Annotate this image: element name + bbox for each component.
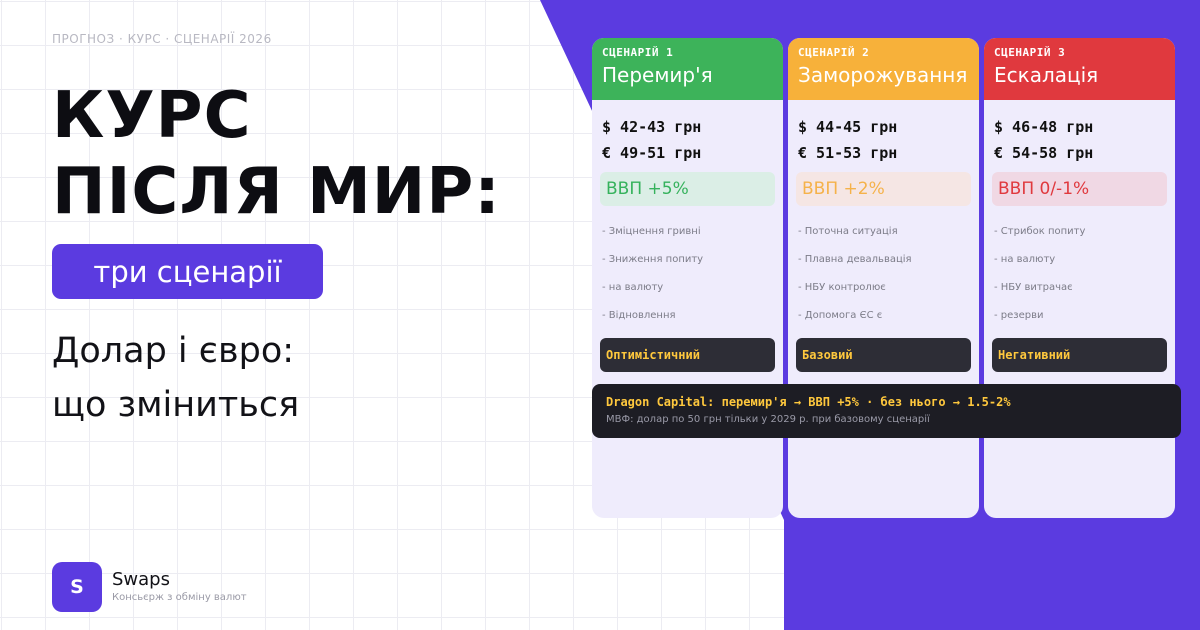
- scenario-kicker: СЦЕНАРІЙ 1: [602, 46, 674, 59]
- eur-rate: € 51-53 грн: [798, 144, 898, 162]
- brand-tagline: Консьєрж з обміну валют: [112, 592, 247, 603]
- scenario-card-3: СЦЕНАРІЙ 3 Ескалація $ 46-48 грн € 54-58…: [984, 38, 1175, 518]
- note-item: - Відновлення: [602, 310, 676, 321]
- headline-line-1: КУРС: [52, 79, 252, 153]
- eyebrow-text: ПРОГНОЗ · КУРС · СЦЕНАРІЇ 2026: [52, 32, 272, 46]
- subtitle-line-2: що зміниться: [52, 385, 300, 425]
- brand: S Swaps Консьєрж з обміну валют: [52, 562, 247, 612]
- note-item: - Стрибок попиту: [994, 226, 1086, 237]
- scenario-header: СЦЕНАРІЙ 2 Заморожування: [788, 38, 979, 100]
- headline: КУРС ПІСЛЯ МИР:: [52, 78, 501, 230]
- source-banner: Dragon Capital: перемир'я → ВВП +5% · бе…: [592, 384, 1181, 438]
- note-item: - Поточна ситуація: [798, 226, 898, 237]
- highlight-chip: три сценарії: [52, 244, 323, 299]
- scenario-card-2: СЦЕНАРІЙ 2 Заморожування $ 44-45 грн € 5…: [788, 38, 979, 518]
- scenario-prices: $ 44-45 грн € 51-53 грн: [788, 100, 979, 166]
- banner-sub-text: МВФ: долар по 50 грн тільки у 2029 р. пр…: [606, 414, 930, 425]
- eur-rate: € 54-58 грн: [994, 144, 1094, 162]
- usd-rate: $ 44-45 грн: [798, 118, 898, 136]
- brand-name: Swaps: [112, 569, 170, 590]
- note-item: - резерви: [994, 310, 1044, 321]
- scenario-notes: - Зміцнення гривні - Зниження попиту - н…: [592, 206, 783, 330]
- banner-main-text: Dragon Capital: перемир'я → ВВП +5% · бе…: [606, 395, 1011, 409]
- outlook-badge: Негативний: [992, 338, 1167, 372]
- scenario-kicker: СЦЕНАРІЙ 2: [798, 46, 870, 59]
- scenario-header: СЦЕНАРІЙ 1 Перемир'я: [592, 38, 783, 100]
- scenario-prices: $ 46-48 грн € 54-58 грн: [984, 100, 1175, 166]
- note-item: - НБУ контролює: [798, 282, 886, 293]
- usd-rate: $ 42-43 грн: [602, 118, 702, 136]
- note-item: - Зміцнення гривні: [602, 226, 701, 237]
- gdp-badge: ВВП +2%: [796, 172, 971, 206]
- note-item: - на валюту: [994, 254, 1056, 265]
- note-item: - Зниження попиту: [602, 254, 704, 265]
- subtitle-line-1: Долар і євро:: [52, 331, 295, 371]
- outlook-badge: Базовий: [796, 338, 971, 372]
- scenario-notes: - Поточна ситуація - Плавна девальвація …: [788, 206, 979, 330]
- scenario-kicker: СЦЕНАРІЙ 3: [994, 46, 1066, 59]
- headline-line-2: ПІСЛЯ МИР:: [52, 155, 501, 229]
- outlook-badge: Оптимістичний: [600, 338, 775, 372]
- brand-text: Swaps Консьєрж з обміну валют: [112, 569, 247, 605]
- gdp-badge: ВВП +5%: [600, 172, 775, 206]
- eur-rate: € 49-51 грн: [602, 144, 702, 162]
- scenario-name: Ескалація: [994, 63, 1099, 87]
- scenario-name: Перемир'я: [602, 63, 713, 87]
- note-item: - Плавна девальвація: [798, 254, 912, 265]
- scenario-card-1: СЦЕНАРІЙ 1 Перемир'я $ 42-43 грн € 49-51…: [592, 38, 783, 518]
- scenario-notes: - Стрибок попиту - на валюту - НБУ витра…: [984, 206, 1175, 330]
- gdp-badge: ВВП 0/-1%: [992, 172, 1167, 206]
- scenario-name: Заморожування: [798, 63, 968, 87]
- highlight-text: три сценарії: [93, 254, 282, 289]
- usd-rate: $ 46-48 грн: [994, 118, 1094, 136]
- note-item: - НБУ витрачає: [994, 282, 1073, 293]
- scenario-header: СЦЕНАРІЙ 3 Ескалація: [984, 38, 1175, 100]
- note-item: - Допомога ЄС є: [798, 310, 883, 321]
- scenario-prices: $ 42-43 грн € 49-51 грн: [592, 100, 783, 166]
- subtitle: Долар і євро: що зміниться: [52, 324, 299, 432]
- note-item: - на валюту: [602, 282, 664, 293]
- brand-logo: S: [52, 562, 102, 612]
